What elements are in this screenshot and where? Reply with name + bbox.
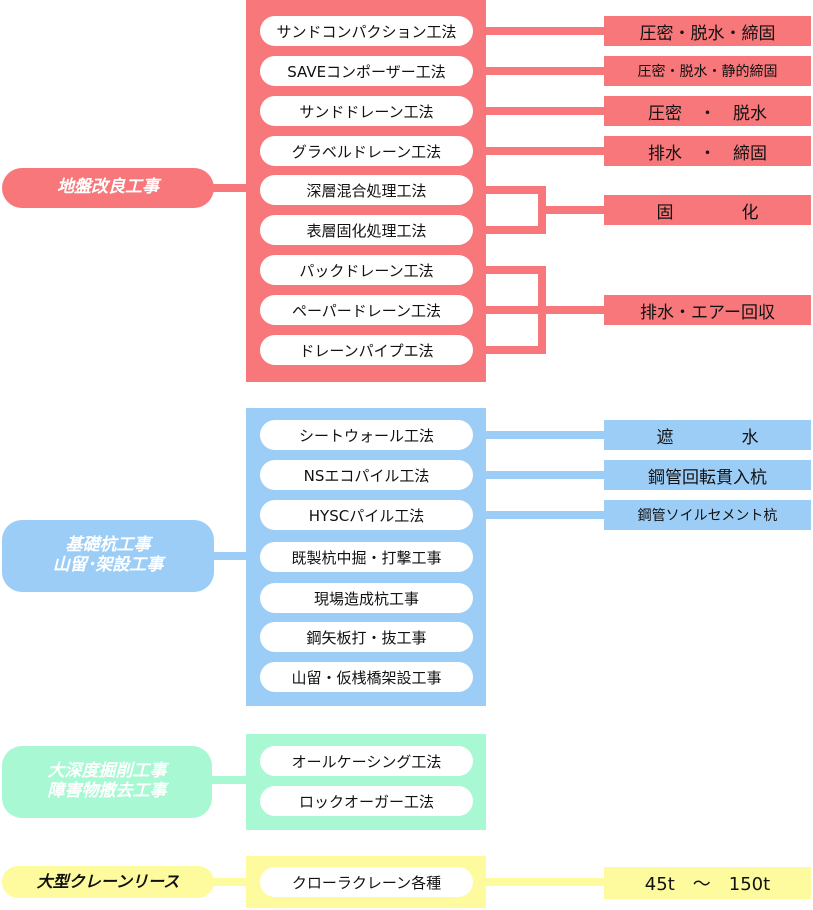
connector: [484, 27, 606, 35]
result-box: 排水・エアー回収: [604, 295, 811, 325]
result-box: 固 化: [604, 195, 811, 225]
connector: [212, 878, 248, 886]
connector: [484, 471, 606, 479]
category-ground-improvement: 地盤改良工事: [2, 168, 214, 208]
connector: [484, 346, 546, 354]
method-item: グラベルドレーン工法: [260, 136, 473, 166]
category-deep-excavation: 大深度掘削工事 障害物撤去工事: [2, 746, 212, 818]
connector: [484, 266, 546, 274]
result-box: 圧密・脱水・静的締固: [604, 56, 811, 86]
category-crane-lease: 大型クレーンリース: [2, 866, 214, 898]
connector: [538, 306, 606, 314]
result-box: 遮 水: [604, 420, 811, 450]
category-label: 基礎杭工事: [65, 535, 151, 556]
connector: [484, 431, 606, 439]
connector: [484, 107, 606, 115]
connector: [484, 67, 606, 75]
result-box: 45t ～ 150t: [604, 867, 811, 899]
method-item: 山留・仮桟橋架設工事: [260, 662, 473, 692]
method-item: パックドレーン工法: [260, 255, 473, 285]
category-label: 大深度掘削工事: [47, 761, 167, 782]
method-item: 既製杭中掘・打撃工事: [260, 542, 473, 572]
method-item: サンドコンパクション工法: [260, 16, 473, 46]
category-label: 山留･架設工事: [52, 555, 164, 575]
connector: [212, 184, 248, 192]
connector: [484, 878, 606, 886]
category-label: 大型クレーンリース: [36, 871, 180, 891]
connector: [484, 306, 546, 314]
connector: [484, 186, 546, 194]
connector: [212, 552, 248, 560]
result-box: 鋼管ソイルセメント杭: [604, 500, 811, 530]
method-item: NSエコパイル工法: [260, 460, 473, 490]
method-item: SAVEコンポーザー工法: [260, 56, 473, 86]
connector: [484, 226, 546, 234]
category-label: 地盤改良工事: [57, 177, 159, 198]
method-item: ロックオーガー工法: [260, 786, 473, 816]
method-item: ドレーンパイプエ法: [260, 335, 473, 365]
result-box: 圧密 ・ 脱水: [604, 96, 811, 126]
method-item: サンドドレーン工法: [260, 96, 473, 126]
connector: [538, 206, 606, 214]
method-item: ペーパードレーン工法: [260, 295, 473, 325]
category-foundation-piles: 基礎杭工事 山留･架設工事: [2, 520, 214, 592]
method-item: シートウォール工法: [260, 420, 473, 450]
method-item: HYSCパイル工法: [260, 500, 473, 530]
method-item: 深層混合処理工法: [260, 175, 473, 205]
method-item: クローラクレーン各種: [260, 867, 473, 897]
result-box: 圧密・脱水・締固: [604, 16, 811, 46]
connector: [210, 776, 248, 784]
connector: [484, 147, 606, 155]
category-label: 障害物撤去工事: [47, 781, 167, 801]
method-item: 鋼矢板打・抜工事: [260, 622, 473, 652]
connector: [484, 511, 606, 519]
result-box: 鋼管回転貫入杭: [604, 460, 811, 490]
result-box: 排水 ・ 締固: [604, 136, 811, 166]
method-item: オールケーシング工法: [260, 746, 473, 776]
method-item: 現場造成杭工事: [260, 583, 473, 613]
method-item: 表層固化処理工法: [260, 215, 473, 245]
